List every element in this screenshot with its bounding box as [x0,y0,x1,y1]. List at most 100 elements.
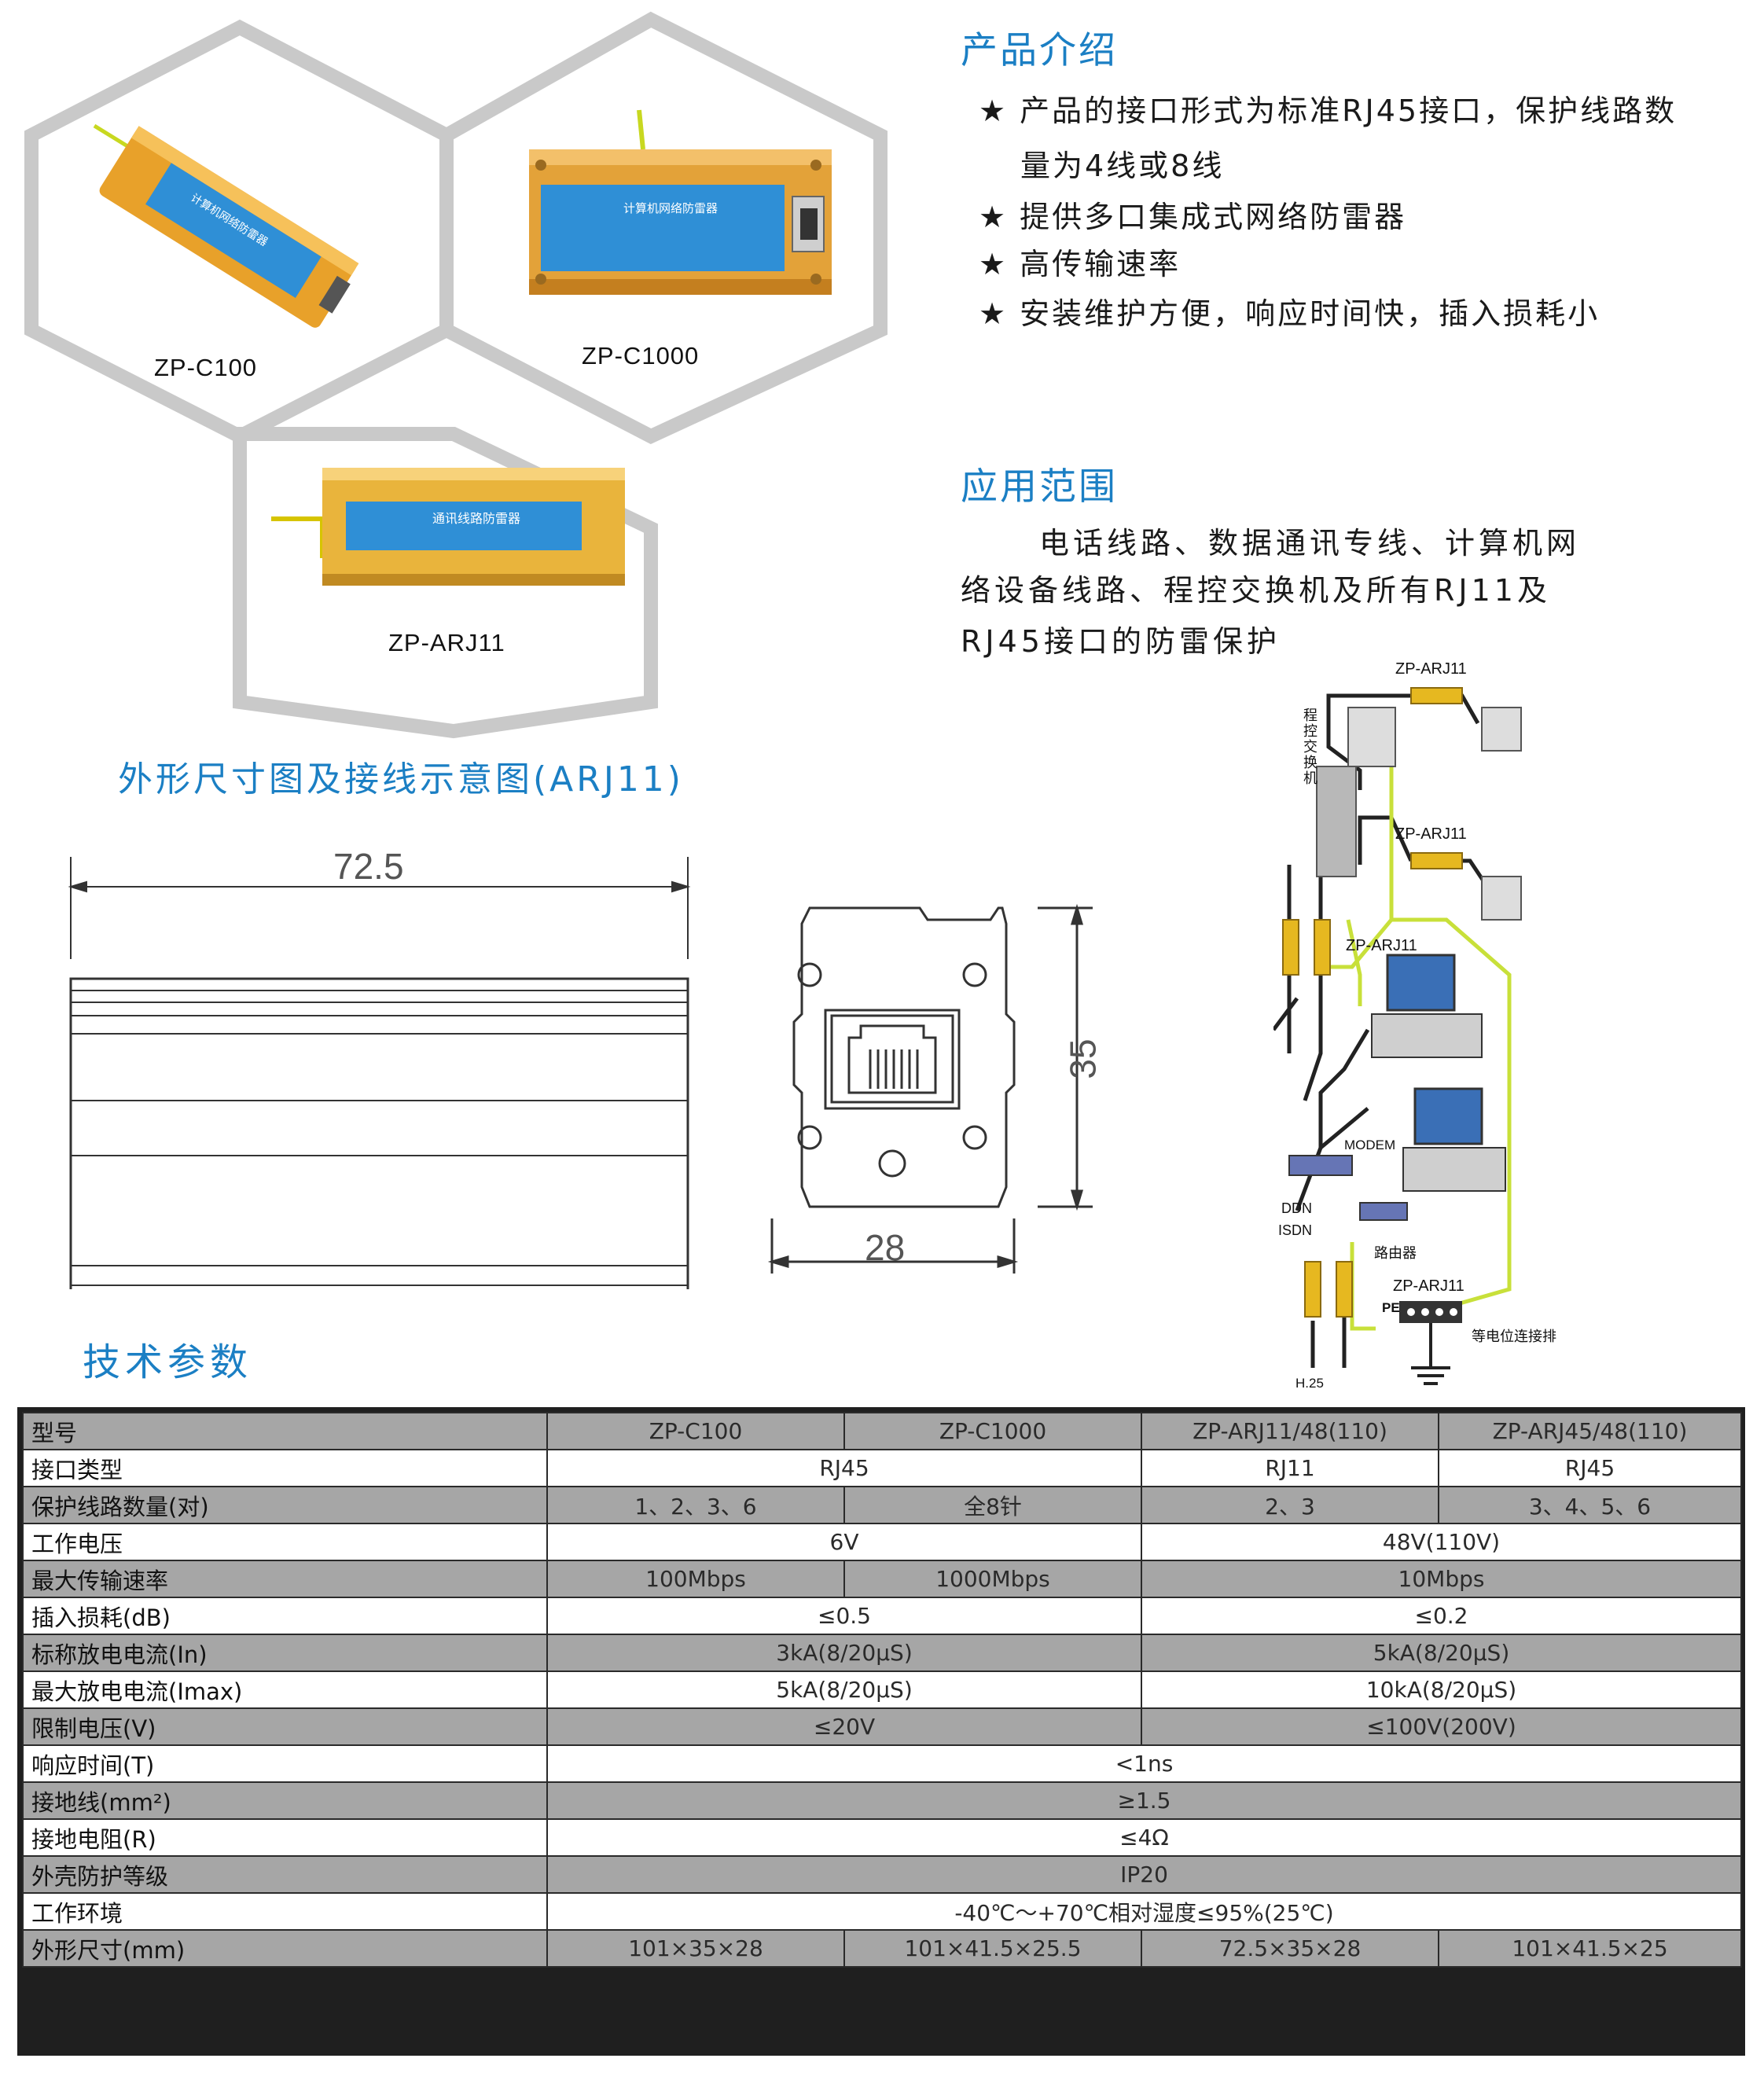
diagram-label-arj-bottom: ZP-ARJ11 [1393,1277,1464,1295]
spec-key: 工作环境 [22,1892,548,1931]
spec-value: 10Mbps [1141,1560,1742,1598]
spec-value: 5kA(8/20μS) [546,1671,1142,1709]
spec-key: 工作电压 [22,1523,548,1561]
spec-value: 101×41.5×25 [1438,1929,1742,1968]
diagram-label-arj-left: ZP-ARJ11 [1346,937,1417,954]
spec-value: 72.5×35×28 [1141,1929,1439,1968]
diagram-label-pe: PE [1382,1300,1400,1315]
diagram-label-arj-mid: ZP-ARJ11 [1395,825,1467,843]
phone-icon [1481,707,1522,752]
protector-left-a [1282,919,1299,976]
spec-value: 101×35×28 [546,1929,845,1968]
product-label-zp-c100: ZP-C100 [154,354,258,381]
dim-length-label: 72.5 [333,846,404,887]
spec-value: 101×41.5×25.5 [843,1929,1142,1968]
product-image-zp-arj11: 通讯线路防雷器 [271,468,625,586]
spec-row: 响应时间(T)<1ns [22,1744,1742,1783]
spec-key: 接口类型 [22,1449,548,1487]
spec-value: ZP-ARJ11/48(110) [1141,1412,1439,1450]
phone-icon [1481,876,1522,921]
spec-value: ≤4Ω [546,1818,1742,1857]
spec-value: 100Mbps [546,1560,845,1598]
ground-icon [1411,1323,1450,1385]
computer-case-icon [1371,1013,1483,1058]
computer-icon [1413,1087,1483,1145]
diagram-label-bonding-bar: 等电位连接排 [1472,1329,1556,1344]
product-body-text: 通讯线路防雷器 [432,511,520,526]
scope-line-1: 电话线路、数据通讯专线、计算机网 [1039,526,1581,561]
spec-key: 限制电压(V) [22,1707,548,1746]
product-label-zp-arj11: ZP-ARJ11 [388,629,505,656]
drawing-title: 外形尺寸图及接线示意图(ARJ11) [118,759,684,799]
side-view-drawing [68,857,691,1289]
spec-value: ≤100V(200V) [1141,1707,1742,1746]
protector-mid [1410,852,1463,869]
spec-key: 接地线(mm²) [22,1781,548,1820]
dim-height-label: 35 [1062,1038,1104,1079]
spec-key: 插入损耗(dB) [22,1597,548,1635]
phone-icon [1347,707,1396,767]
spec-key: 最大传输速率 [22,1560,548,1598]
spec-value: ≤0.2 [1141,1597,1742,1635]
diagram-label-modem: MODEM [1344,1138,1396,1152]
pbx-icon [1316,766,1357,877]
front-view-drawing [767,903,1093,1274]
spec-value: ≤0.5 [546,1597,1142,1635]
spec-key: 保护线路数量(对) [22,1486,548,1524]
spec-value: 1000Mbps [843,1560,1142,1598]
intro-bullet-2: ★ 提供多口集成式网络防雷器 [979,200,1407,234]
spec-value: 48V(110V) [1141,1523,1742,1561]
spec-value: 6V [546,1523,1142,1561]
protector-bottom-b [1336,1261,1353,1318]
spec-value: 2、3 [1141,1486,1439,1524]
spec-key: 标称放电电流(In) [22,1634,548,1672]
protector-bottom-a [1304,1261,1321,1318]
spec-value: ZP-C100 [546,1412,845,1450]
diagram-label-ddn: DDN [1281,1200,1312,1216]
hexagon-frames [24,11,888,739]
spec-row: 工作环境-40℃～+70℃相对湿度≤95%(25℃) [22,1892,1742,1931]
spec-value: 3kA(8/20μS) [546,1634,1142,1672]
intro-bullet-4: ★ 安装维护方便，响应时间快，插入损耗小 [979,296,1600,331]
diagram-label-router: 路由器 [1374,1245,1417,1261]
spec-value: 1、2、3、6 [546,1486,845,1524]
spec-key: 外形尺寸(mm) [22,1929,548,1968]
diagram-label-h25: H.25 [1295,1376,1324,1391]
spec-value: 10kA(8/20μS) [1141,1671,1742,1709]
computer-case-icon [1402,1147,1506,1192]
spec-value: RJ45 [1438,1449,1742,1487]
spec-row: 标称放电电流(In)3kA(8/20μS)5kA(8/20μS) [22,1634,1742,1672]
scope-line-2: 络设备线路、程控交换机及所有RJ11及 [961,573,1551,608]
spec-value: 3、4、5、6 [1438,1486,1742,1524]
scope-line-3: RJ45接口的防雷保护 [961,624,1281,659]
diagram-label-isdn: ISDN [1278,1222,1313,1238]
intro-bullet-3: ★ 高传输速率 [979,247,1182,281]
modem-icon [1288,1155,1353,1176]
scope-title: 应用范围 [961,465,1118,509]
spec-value: IP20 [546,1855,1742,1894]
spec-value: ≥1.5 [546,1781,1742,1820]
specs-title: 技术参数 [83,1340,253,1384]
product-body-text: 计算机网络防雷器 [623,201,718,215]
spec-value: RJ11 [1141,1449,1439,1487]
spec-row: 插入损耗(dB)≤0.5≤0.2 [22,1597,1742,1635]
intro-bullet-1-cont: 量为4线或8线 [1020,149,1225,183]
spec-key: 最大放电电流(Imax) [22,1671,548,1709]
product-image-zp-c100: 计算机网络防雷器 [93,123,359,328]
spec-key: 型号 [22,1412,548,1450]
dim-width-label: 28 [865,1227,906,1268]
hexagon-frame-3 [233,427,658,739]
hexagon-frame-2 [439,11,888,445]
spec-value: -40℃～+70℃相对湿度≤95%(25℃) [546,1892,1742,1931]
spec-key: 接地电阻(R) [22,1818,548,1857]
spec-value: ≤20V [546,1707,1142,1746]
diagram-label-arj-top: ZP-ARJ11 [1395,660,1467,678]
wiring-diagram [1273,687,1522,1385]
spec-value: ZP-C1000 [843,1412,1142,1450]
spec-key: 外壳防护等级 [22,1855,548,1894]
